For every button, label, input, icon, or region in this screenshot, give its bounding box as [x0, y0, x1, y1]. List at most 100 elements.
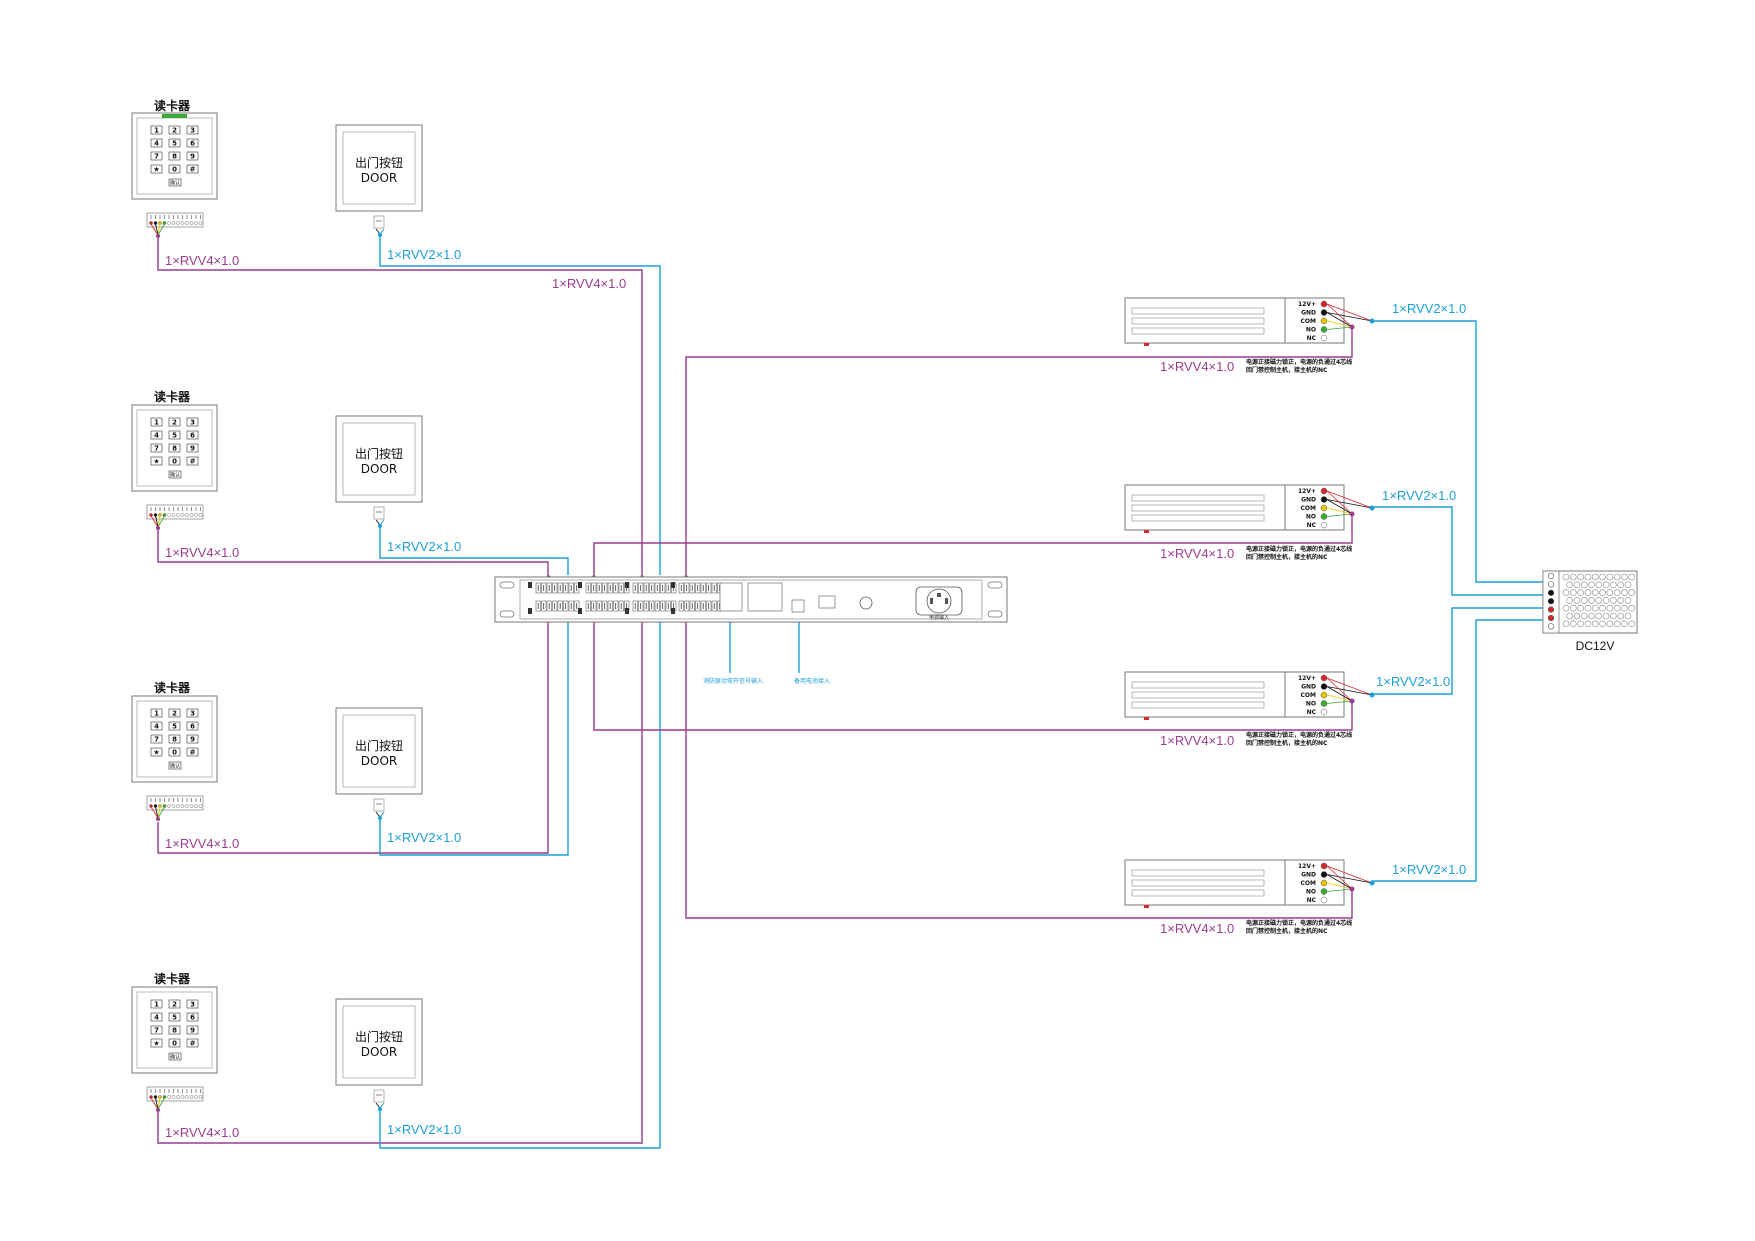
keypad-key-label: 8: [172, 1027, 177, 1035]
keypad-key: [150, 747, 163, 757]
wire-reader-2: [157, 530, 549, 575]
reader-cable-label: 1×RVV4×1.0: [165, 545, 239, 560]
exit-button-4: 出门按钮 DOOR 1×RVV2×1.0: [335, 998, 461, 1137]
keypad-key: [186, 721, 199, 731]
keypad-key: [186, 708, 199, 718]
lock-pin-label: 12V+: [1298, 301, 1316, 308]
keypad-key: [168, 999, 181, 1009]
reader-title: 读卡器: [154, 680, 191, 695]
keypad-key-label: 4: [154, 432, 159, 440]
button-label-en: DOOR: [361, 754, 397, 768]
lock-pin-label: NC: [1307, 709, 1317, 716]
lock-power-cable-label: 1×RVV2×1.0: [1382, 488, 1456, 503]
reader-cable-label: 1×RVV4×1.0: [165, 1125, 239, 1140]
keypad-key: [168, 443, 181, 453]
wire-reader-3: [157, 618, 549, 854]
keypad-enter-label: 确认: [170, 180, 180, 187]
wire-button-3: [379, 618, 569, 856]
access-controller: 电源输入 消防联动常开信号输入 备用电池接入: [494, 576, 1008, 685]
lock-ctrl-cable-label: 1×RVV4×1.0: [1160, 359, 1234, 374]
keypad-key-label: 0: [172, 458, 177, 466]
exit-button-3: 出门按钮 DOOR 1×RVV2×1.0: [335, 707, 461, 845]
keypad-key-label: #: [190, 749, 196, 757]
reader-cable-label: 1×RVV4×1.0: [165, 836, 239, 851]
keypad-key-label: 9: [190, 153, 195, 161]
exit-button-2: 出门按钮 DOOR 1×RVV2×1.0: [335, 415, 461, 554]
keypad-key: [150, 430, 163, 440]
lock-pin-label: GND: [1301, 497, 1316, 504]
keypad-key: [150, 721, 163, 731]
keypad-key: [186, 138, 199, 148]
lock-pin-label: NO: [1306, 327, 1316, 334]
wire-lock-2-ctrl: [593, 514, 1353, 575]
reader-cable-label: 1×RVV4×1.0: [165, 253, 239, 268]
keypad-key: [186, 164, 199, 174]
keypad-key: [168, 138, 181, 148]
lock-power-cable-label: 1×RVV2×1.0: [1376, 674, 1450, 689]
keypad-key-label: 1: [154, 710, 159, 718]
keypad-key: [168, 417, 181, 427]
keypad-key: [186, 151, 199, 161]
power-supply-dc12v: DC12V: [1542, 570, 1638, 653]
button-label-en: DOOR: [361, 171, 397, 185]
keypad-key: [150, 417, 163, 427]
lock-note-2: 回门禁控制主机，接主机的NC: [1246, 739, 1328, 747]
reader-terminal-block: [146, 795, 204, 821]
keypad-key: [150, 1038, 163, 1048]
lock-pin-label: NC: [1307, 522, 1317, 529]
keypad-key-label: 2: [172, 127, 177, 135]
lock-note-1: 电源正接磁力锁正，电源的负通过4芯线: [1246, 731, 1352, 739]
keypad-key: [150, 138, 163, 148]
keypad-key-label: 4: [154, 723, 159, 731]
keypad-key-label: 6: [190, 723, 195, 731]
keypad-key: [168, 708, 181, 718]
lock-note-1: 电源正接磁力锁正，电源的负通过4芯线: [1246, 545, 1352, 553]
psu-label: DC12V: [1576, 639, 1615, 653]
keypad-key-label: #: [190, 458, 196, 466]
reader-title: 读卡器: [154, 971, 191, 986]
lock-pin-label: 12V+: [1298, 863, 1316, 870]
keypad-key-label: 3: [190, 127, 195, 135]
lock-pin-label: NO: [1306, 514, 1316, 521]
lock-pin-label: GND: [1301, 310, 1316, 317]
lock-pin-label: NO: [1306, 701, 1316, 708]
keypad-key-label: 9: [190, 445, 195, 453]
keypad-key: [186, 1038, 199, 1048]
keypad-key-label: 7: [154, 153, 159, 161]
wire-lock-4-ctrl: [685, 618, 1353, 919]
wire-lock-1-psu: [1372, 320, 1545, 583]
keypad-key: [150, 164, 163, 174]
button-label-cn: 出门按钮: [355, 1029, 403, 1044]
lock-note-2: 回门禁控制主机，接主机的NC: [1246, 927, 1328, 935]
keypad-key: [186, 125, 199, 135]
lock-pin-label: COM: [1301, 505, 1317, 512]
wire-lock-1-ctrl: [685, 327, 1353, 575]
keypad-key: [186, 747, 199, 757]
keypad-key: [168, 164, 181, 174]
reader-title: 读卡器: [154, 389, 191, 404]
keypad-key-label: 4: [154, 1014, 159, 1022]
lock-ctrl-cable-label: 1×RVV4×1.0: [1160, 546, 1234, 561]
keypad-key: [168, 734, 181, 744]
lock-note-2: 回门禁控制主机，接主机的NC: [1246, 553, 1328, 561]
keypad-key-label: 5: [172, 432, 177, 440]
keypad-key-label: 1: [154, 1001, 159, 1009]
keypad-key-label: 3: [190, 1001, 195, 1009]
keypad-key-label: 6: [190, 140, 195, 148]
keypad-key-label: 2: [172, 710, 177, 718]
keypad-key: [150, 1012, 163, 1022]
lock-pin-label: GND: [1301, 684, 1316, 691]
keypad-key: [168, 1012, 181, 1022]
button-cable-label: 1×RVV2×1.0: [387, 1122, 461, 1137]
keypad-key: [150, 443, 163, 453]
button-cable-label: 1×RVV2×1.0: [387, 247, 461, 262]
keypad-key-label: 5: [172, 723, 177, 731]
reader-terminal-block: [146, 1086, 204, 1112]
wire-reader-1: [157, 238, 643, 575]
keypad-key: [168, 430, 181, 440]
button-label-cn: 出门按钮: [355, 738, 403, 753]
